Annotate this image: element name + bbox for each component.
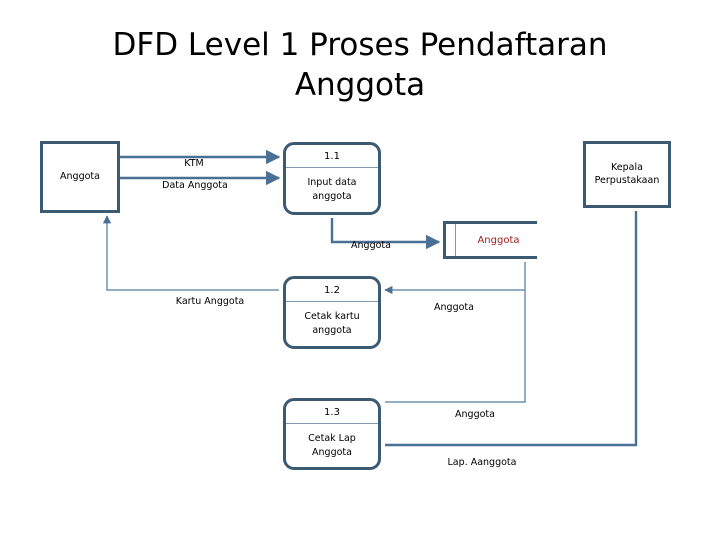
flow-label-kartu-anggota: Kartu Anggota	[175, 296, 245, 307]
entity-kepala-perpustakaan[interactable]: Kepala Perpustakaan	[583, 141, 671, 208]
process-1-1[interactable]: 1.1 Input data anggota	[283, 142, 381, 215]
flow-line-anggota-from-store	[384, 262, 526, 295]
process-1-3-label: Cetak Lap Anggota	[308, 432, 356, 458]
process-1-3[interactable]: 1.3 Cetak Lap Anggota	[283, 398, 381, 470]
process-1-2-label: Cetak kartu anggota	[304, 311, 360, 336]
flow-line-kartu-anggota	[102, 215, 279, 291]
flow-label-ktm: KTM	[184, 158, 204, 169]
flow-label-anggota-from-store: Anggota	[434, 302, 474, 313]
flow-label-anggota-to-store: Anggota	[351, 240, 391, 251]
flow-label-data-anggota: Data Anggota	[162, 180, 228, 191]
flow-label-anggota-to-p13: Anggota	[455, 409, 495, 420]
process-1-2-number: 1.2	[286, 279, 378, 302]
entity-anggota[interactable]: Anggota	[40, 141, 120, 213]
page-title: DFD Level 1 Proses Pendaftaran Anggota	[112, 27, 608, 103]
flow-line-lap-to-kepala	[385, 211, 638, 447]
process-1-1-number: 1.1	[286, 145, 378, 168]
entity-anggota-label: Anggota	[60, 170, 100, 182]
process-1-1-label: Input data anggota	[307, 177, 357, 202]
process-1-2[interactable]: 1.2 Cetak kartu anggota	[283, 276, 381, 349]
datastore-anggota[interactable]: Anggota	[443, 221, 537, 259]
flow-line-anggota-to-p13	[385, 290, 526, 403]
flow-label-lap-anggota: Lap. Aanggota	[447, 457, 517, 468]
process-1-3-number: 1.3	[286, 401, 378, 424]
entity-kepala-perpustakaan-label: Kepala Perpustakaan	[594, 161, 660, 186]
datastore-anggota-label: Anggota	[477, 234, 520, 246]
flow-line-anggota-to-store	[330, 218, 441, 250]
datastore-divider	[455, 224, 456, 256]
